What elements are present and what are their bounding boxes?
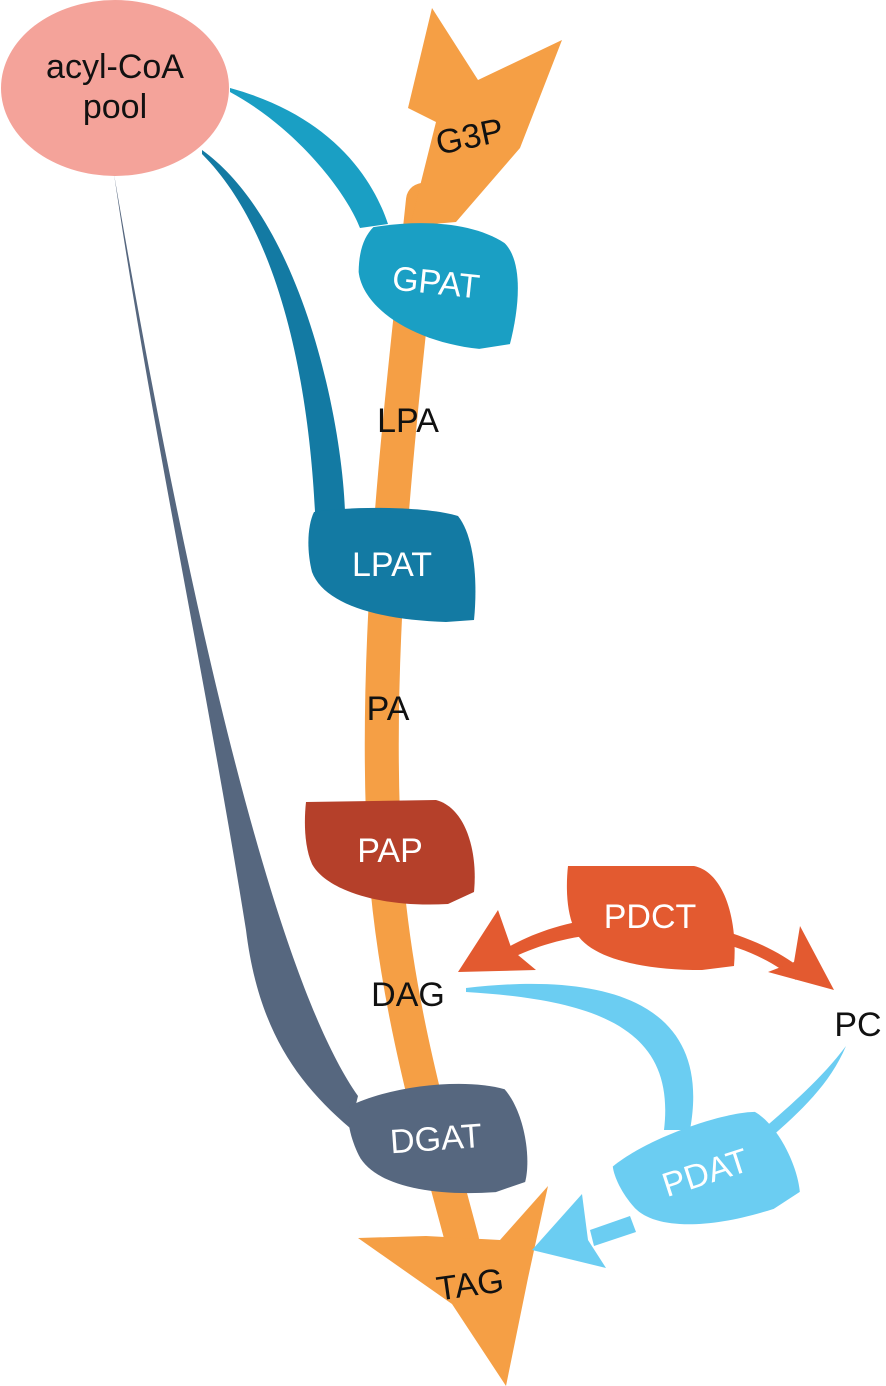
acyl-coa-pool [1,0,229,176]
enzyme-pdct-label: PDCT [604,898,697,936]
tag-arrowhead [358,1186,548,1386]
pdct-arrowhead-left [458,910,536,972]
acyl-flux-gpat [230,88,388,228]
pdat-arrow-shaft [590,1216,636,1246]
metabolite-dag: DAG [371,976,445,1014]
enzyme-pap-label: PAP [357,832,423,870]
pdct-arrowhead-right [768,926,834,990]
metabolite-lpa: LPA [377,402,439,440]
enzyme-pap: PAP [304,800,475,905]
acyl-coa-pool-label-line2: pool [83,88,147,126]
enzyme-pdct: PDCT [566,866,735,970]
pdat-flux-dag [466,983,694,1130]
metabolite-pc: PC [834,1006,881,1044]
pdat-flux-pc [762,1046,846,1138]
enzyme-pdat: PDAT [612,1111,800,1225]
acyl-flux-dgat [114,174,358,1128]
acyl-flux-lpat [202,150,345,512]
metabolite-pa: PA [367,690,410,728]
enzyme-lpat-label: LPAT [352,546,432,584]
metabolite-tag: TAG [434,1261,506,1308]
enzyme-dgat-label: DGAT [389,1117,483,1161]
g3p-arrow-tail [408,8,562,226]
enzyme-lpat: LPAT [308,507,476,622]
acyl-coa-pool-label-line1: acyl-CoA [46,48,184,86]
enzyme-dgat: DGAT [348,1083,528,1194]
enzyme-gpat: GPAT [358,223,518,349]
enzyme-gpat-label: GPAT [390,260,481,307]
pdat-arrowhead [532,1194,606,1268]
